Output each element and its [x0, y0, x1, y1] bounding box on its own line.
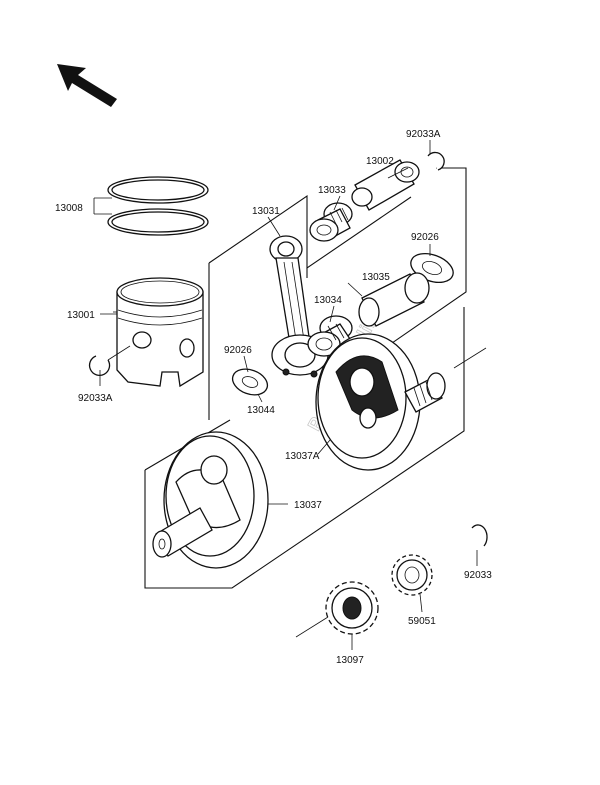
label-13044: 13044 — [247, 405, 275, 416]
label-13037: 13037 — [294, 500, 322, 511]
label-92026-upper: 92026 — [411, 232, 439, 243]
small-end-bearing — [309, 202, 353, 242]
label-13001: 13001 — [67, 310, 95, 321]
label-92033A-top: 92033A — [406, 129, 441, 140]
label-59051: 59051 — [408, 616, 436, 627]
ring-clip-bottom — [88, 345, 131, 386]
circlip — [471, 524, 488, 566]
label-13034: 13034 — [314, 295, 342, 306]
label-13035: 13035 — [362, 272, 390, 283]
label-13031: 13031 — [252, 206, 280, 217]
crank-half-right — [315, 333, 446, 471]
piston-pin — [351, 159, 420, 211]
label-92033: 92033 — [464, 570, 492, 581]
piston-rings — [93, 176, 209, 236]
crank-gear — [325, 581, 379, 650]
front-arrow-icon — [57, 64, 117, 107]
label-92033A-bottom: 92033A — [78, 393, 113, 404]
piston — [113, 277, 204, 388]
label-13008: 13008 — [55, 203, 83, 214]
label-13033: 13033 — [318, 185, 346, 196]
thrust-washer-lower — [231, 368, 269, 396]
primary-gear — [391, 554, 433, 613]
label-13002: 13002 — [366, 156, 394, 167]
label-13037A: 13037A — [285, 451, 320, 462]
crank-half-left — [152, 431, 269, 569]
crankpin — [358, 272, 430, 327]
label-13097: 13097 — [336, 655, 364, 666]
big-end-bearing — [307, 315, 353, 357]
label-92026-lower: 92026 — [224, 345, 252, 356]
part-labels: 92033A 13002 13033 13008 13031 92026 130… — [55, 129, 492, 666]
leader-lines — [100, 167, 409, 505]
ring-clip-top — [427, 140, 445, 171]
